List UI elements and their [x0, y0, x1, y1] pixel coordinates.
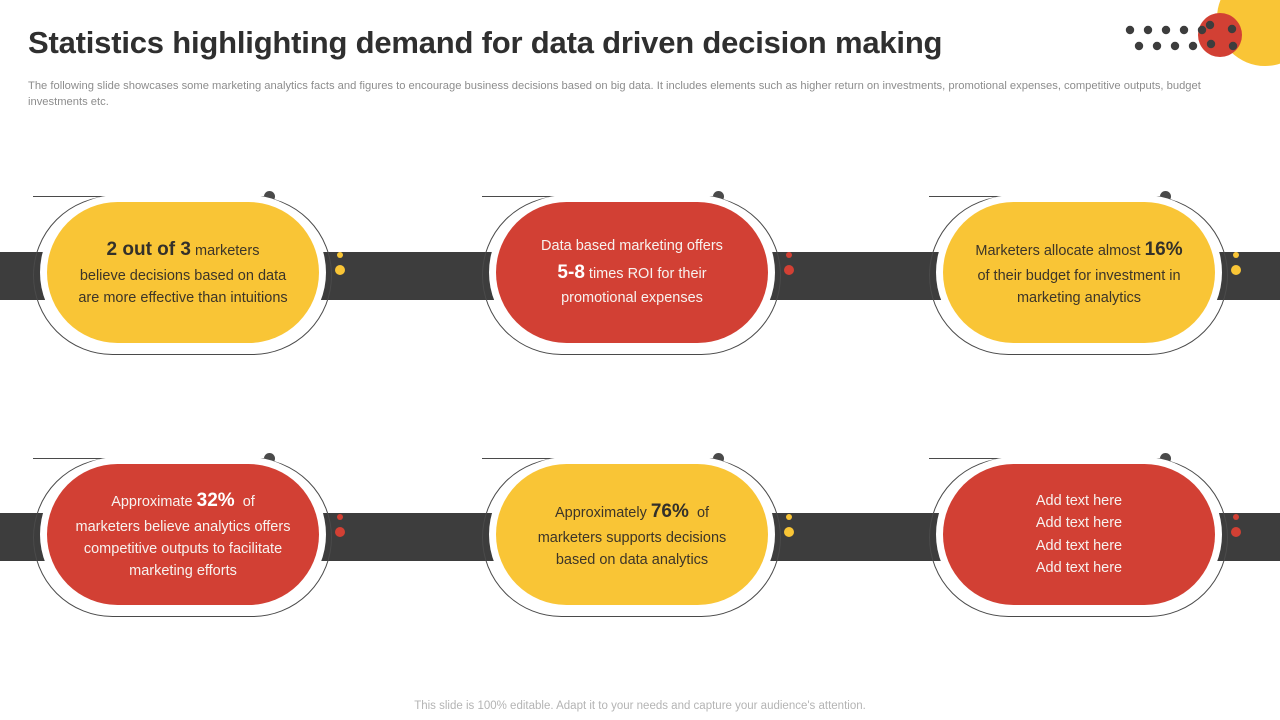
connector-line: [929, 457, 1166, 460]
connector-knob-icon: [1160, 191, 1171, 202]
red-circle-dot-2: [1227, 24, 1237, 34]
band-dot-big: [784, 527, 794, 537]
band-dot-big: [784, 265, 794, 275]
card-connector: [482, 450, 792, 480]
band-dot-big: [1231, 265, 1241, 275]
deco-dot-r2-4: [1188, 41, 1198, 51]
connector-line: [33, 195, 270, 198]
connector-knob-icon: [264, 191, 275, 202]
corner-yellow-circle-shape: [1217, 0, 1280, 66]
deco-dot-r2-3: [1170, 41, 1180, 51]
corner-red-circle-shape: [1198, 13, 1242, 57]
connector-knob-icon: [1160, 453, 1171, 464]
corner-decoration-svg: [1125, 0, 1280, 66]
band-dot-small: [1233, 252, 1239, 258]
page-subtitle: The following slide showcases some marke…: [28, 80, 1201, 109]
card-band-dots: [1229, 514, 1249, 554]
connector-line: [482, 195, 719, 198]
band-dot-small: [786, 514, 792, 520]
card-band-dots: [782, 252, 802, 292]
band-dot-small: [337, 514, 343, 520]
deco-dot-r1-5: [1197, 25, 1207, 35]
card-band-dots: [782, 514, 802, 554]
connector-line: [482, 457, 719, 460]
card-band-dots: [333, 252, 353, 292]
card-connector: [482, 188, 792, 218]
card-band-dots: [1229, 252, 1249, 292]
card-pill: Marketers allocate almost 16%of their bu…: [943, 202, 1215, 343]
card-connector: [929, 450, 1239, 480]
band-dot-small: [337, 252, 343, 258]
red-circle-dot-1: [1205, 20, 1215, 30]
band-dot-big: [1231, 527, 1241, 537]
deco-dot-r1-2: [1143, 25, 1153, 35]
connector-knob-icon: [713, 453, 724, 464]
band-dot-big: [335, 265, 345, 275]
connector-knob-icon: [264, 453, 275, 464]
red-circle-dot-3: [1206, 39, 1216, 49]
stat-card-3-text: Marketers allocate almost 16%of their bu…: [975, 239, 1183, 307]
card-connector: [33, 450, 343, 480]
footer-note: This slide is 100% editable. Adapt it to…: [414, 700, 866, 712]
band-dot-small: [786, 252, 792, 258]
red-circle-dot-4: [1228, 41, 1238, 51]
deco-dot-r1-4: [1179, 25, 1189, 35]
connector-line: [929, 195, 1166, 198]
card-connector: [929, 188, 1239, 218]
band-dot-small: [1233, 514, 1239, 520]
stat-card-3[interactable]: Marketers allocate almost 16%of their bu…: [929, 188, 1241, 363]
connector-line: [33, 457, 270, 460]
corner-decoration: [1110, 0, 1280, 80]
page-title: Statistics highlighting demand for data …: [28, 25, 943, 60]
deco-dot-r2-2: [1152, 41, 1162, 51]
deco-dot-r1-3: [1161, 25, 1171, 35]
card-connector: [33, 188, 343, 218]
deco-dot-r1-1: [1125, 25, 1135, 35]
band-dot-big: [335, 527, 345, 537]
connector-knob-icon: [713, 191, 724, 202]
deco-dot-r2-1: [1134, 41, 1144, 51]
card-band-dots: [333, 514, 353, 554]
